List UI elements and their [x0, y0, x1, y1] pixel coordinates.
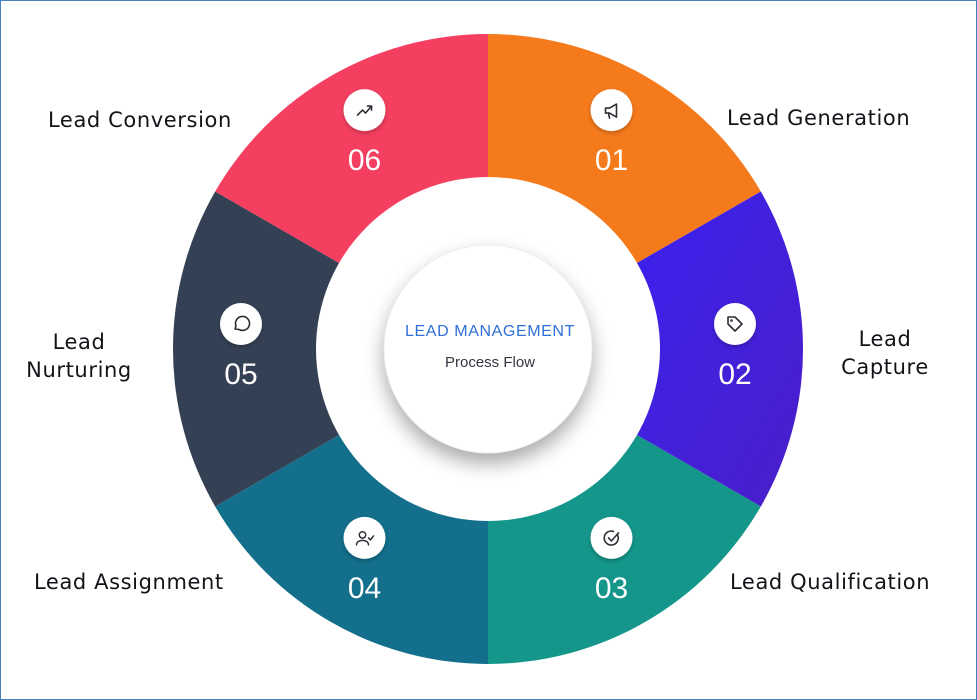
center-title: LEAD MANAGEMENT — [405, 323, 575, 340]
check-circle-icon — [590, 516, 633, 559]
segment-05 — [172, 191, 359, 507]
label-lead-generation: Lead Generation — [727, 106, 911, 130]
label-lead-conversion: Lead Conversion — [48, 108, 232, 132]
label-lead-nurturing: Lead Nurturing — [26, 330, 132, 382]
step-number-01: 01 — [595, 144, 628, 177]
center-subtitle: Process Flow — [444, 354, 536, 371]
label-lead-qualification: Lead Qualification — [730, 570, 931, 594]
chat-bubble-icon — [220, 303, 262, 345]
trending-up-icon — [343, 89, 386, 132]
step-number-02: 02 — [718, 358, 751, 391]
step-number-04: 04 — [348, 572, 381, 605]
step-badge-02: 02 — [714, 303, 756, 391]
label-lead-assignment: Lead Assignment — [34, 570, 224, 594]
step-badge-05: 05 — [220, 303, 262, 391]
step-number-06: 06 — [348, 144, 381, 177]
step-badge-04: 04 — [343, 516, 386, 605]
user-check-icon — [343, 516, 386, 559]
megaphone-icon — [590, 89, 633, 132]
step-number-05: 05 — [224, 358, 257, 391]
step-badge-06: 06 — [343, 89, 386, 177]
step-number-03: 03 — [595, 572, 628, 605]
step-badge-01: 01 — [590, 89, 633, 177]
segment-02 — [617, 191, 803, 507]
tag-icon — [714, 303, 756, 345]
step-badge-03: 03 — [590, 516, 633, 605]
center-disc — [384, 245, 592, 453]
label-lead-capture: Lead Capture — [841, 327, 929, 379]
